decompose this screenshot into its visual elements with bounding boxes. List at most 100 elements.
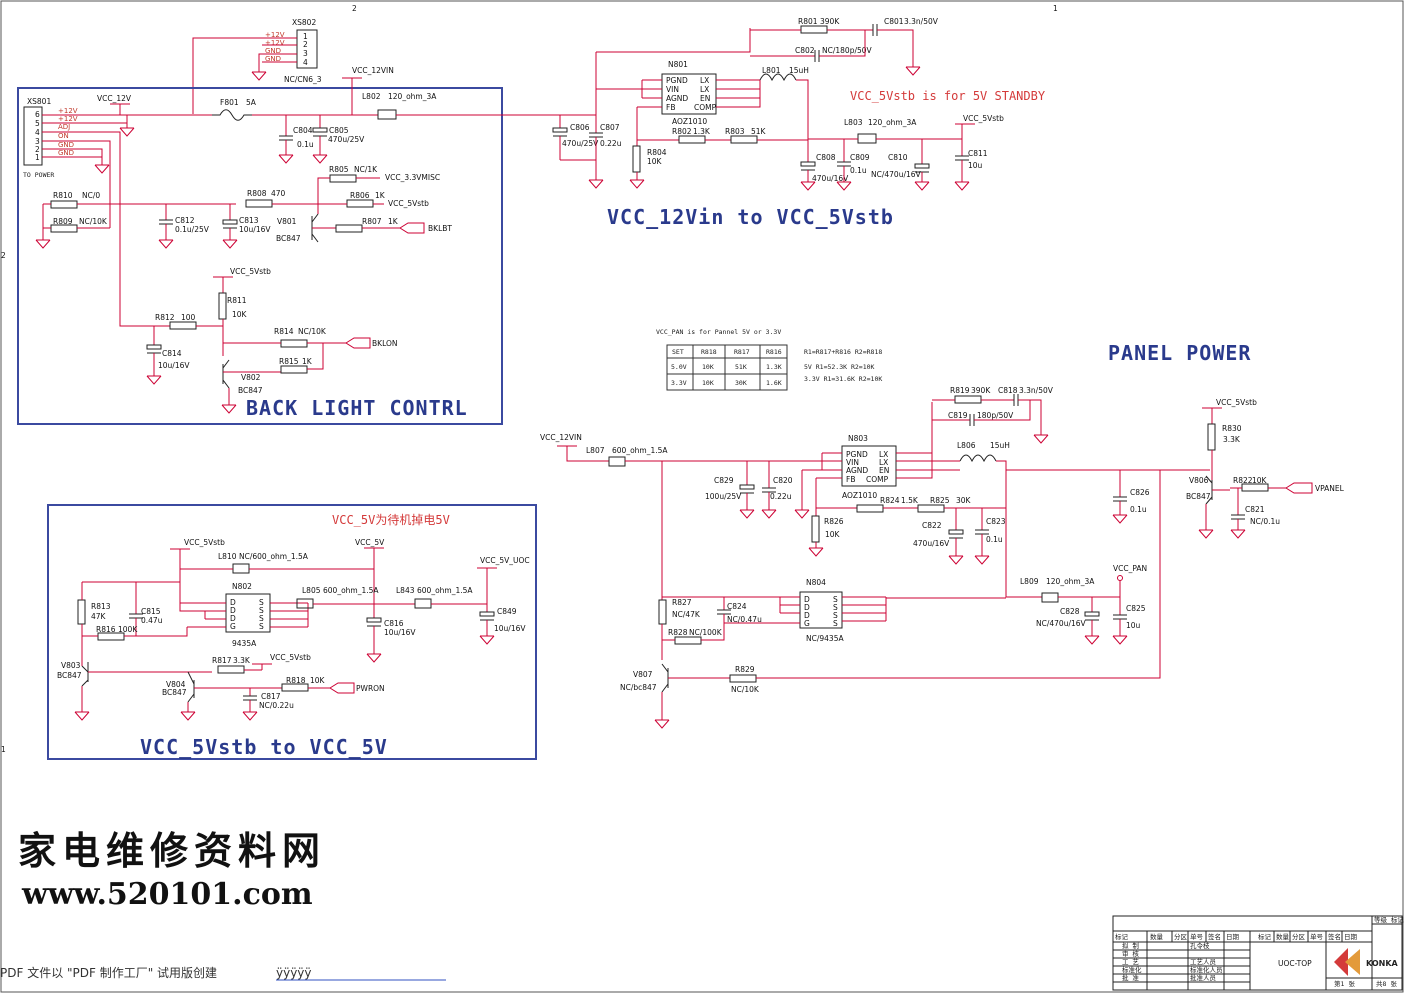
svg-text:GND: GND [58,141,74,149]
svg-text:第1 张: 第1 张 [1334,979,1355,988]
svg-text:BC847: BC847 [57,671,82,680]
svg-text:EN: EN [879,466,889,475]
svg-text:签名: 签名 [1208,932,1221,941]
grid-marker-top-right: 1 [1053,4,1058,13]
svg-text:R825: R825 [930,496,950,505]
r829-body [729,674,757,683]
panel-title: PANEL POWER [1108,341,1251,365]
net-pwron: PWRON [356,684,385,693]
pdf-footer: PDF 文件以 "PDF 制作工厂" 试用版创建 ÿÿÿÿÿ [0,965,446,981]
svg-text:R817: R817 [212,656,232,665]
svg-text:0.47u: 0.47u [141,616,163,625]
connector-xs802: XS802 1 2 3 4 +12V +12V GND GND NC/CN6_3 [192,18,322,114]
svg-text:5V R1=52.3K R2=10K: 5V R1=52.3K R2=10K [804,363,875,371]
svg-text:V806: V806 [1189,476,1209,485]
svg-text:10u: 10u [968,161,983,170]
svg-text:120_ohm_3A: 120_ohm_3A [1046,577,1095,586]
svg-text:COMP: COMP [866,475,889,484]
svg-text:C815: C815 [141,607,161,616]
svg-text:3.3n/50V: 3.3n/50V [1019,386,1054,395]
r824-body [856,504,884,513]
svg-text:C807: C807 [600,123,620,132]
svg-text:L809: L809 [1020,577,1039,586]
svg-text:L806: L806 [957,441,976,450]
l807-ferrite [608,456,626,467]
r815-body [280,365,308,374]
svg-text:分区: 分区 [1292,932,1306,941]
svg-text:共8 张: 共8 张 [1376,979,1397,988]
n802-ic [225,593,271,633]
r825-body [917,504,945,513]
svg-text:LX: LX [879,450,888,459]
n801-ic [661,73,717,115]
svg-text:单号: 单号 [1190,932,1204,941]
svg-text:TO POWER: TO POWER [23,171,54,179]
svg-text:10K: 10K [702,363,714,371]
v5-title: VCC_5Vstb to VCC_5V [140,735,388,759]
svg-text:L810: L810 [218,552,237,561]
svg-text:NC/9435A: NC/9435A [806,634,844,643]
svg-text:NC/1K: NC/1K [354,165,378,174]
svg-text:EN: EN [700,94,710,103]
svg-text:S: S [259,598,264,607]
svg-text:数量: 数量 [1150,932,1164,941]
svg-text:D: D [230,606,236,615]
svg-text:ADJ: ADJ [58,123,70,131]
svg-text:1.3K: 1.3K [766,363,782,371]
svg-text:15uH: 15uH [990,441,1010,450]
svg-text:C804: C804 [293,126,313,135]
net-vcc5vstb-1: VCC_5Vstb [388,199,429,208]
svg-text:PGND: PGND [846,450,868,459]
svg-text:3.3V: 3.3V [671,379,687,387]
svg-text:D: D [804,603,810,612]
watermark-cn: 家电维修资料网 [18,828,326,873]
net-vpanel: VPANEL [1315,484,1345,493]
r816-body [97,632,125,641]
l843-ferrite [414,598,432,609]
svg-text:LX: LX [700,76,709,85]
svg-text:0.22u: 0.22u [770,492,792,501]
svg-text:51K: 51K [735,363,747,371]
svg-text:N803: N803 [848,434,868,443]
r830-body [1207,423,1216,451]
svg-text:3: 3 [35,137,40,146]
svg-text:D: D [804,595,810,604]
svg-text:R813: R813 [91,602,111,611]
svg-text:3.3V R1=31.6K R2=10K: 3.3V R1=31.6K R2=10K [804,375,882,383]
svg-text:NC/600_ohm_1.5A: NC/600_ohm_1.5A [239,552,309,561]
svg-text:日期: 日期 [1344,933,1358,941]
standby-title: VCC_12Vin to VCC_5Vstb [607,205,894,229]
svg-text:S: S [833,595,838,604]
svg-text:470u/25V: 470u/25V [562,139,599,148]
net-vcc5vuoc: VCC_5V_UOC [480,556,530,565]
svg-text:R808: R808 [247,189,267,198]
svg-text:NC/10K: NC/10K [298,327,327,336]
watermark: 家电维修资料网 www.520101.com [18,828,326,912]
svg-text:NC/bc847: NC/bc847 [620,683,657,692]
svg-text:工 艺: 工 艺 [1122,958,1139,966]
svg-text:NC/10K: NC/10K [79,217,108,226]
svg-text:0.22u: 0.22u [600,139,622,148]
svg-text:SET: SET [672,348,684,356]
svg-text:3.3K: 3.3K [233,656,251,665]
svg-text:3.3n/50V: 3.3n/50V [904,17,939,26]
net-vcc5vstb-2: VCC_5Vstb [230,267,271,276]
svg-text:R827: R827 [672,598,692,607]
svg-text:10u/16V: 10u/16V [239,225,271,234]
l806-coil [959,454,997,463]
svg-text:C814: C814 [162,349,182,358]
svg-text:BC847: BC847 [276,234,301,243]
svg-text:30K: 30K [956,496,972,505]
svg-text:470u/25V: 470u/25V [328,135,365,144]
svg-text:51K: 51K [751,127,767,136]
svg-text:孔令枝: 孔令枝 [1190,941,1210,950]
svg-text:L843: L843 [396,586,415,595]
grid-marker-left-lower: 1 [1,745,6,754]
svg-text:100K: 100K [118,625,138,634]
r803-body [730,135,758,144]
svg-text:C822: C822 [922,521,942,530]
svg-text:R815: R815 [279,357,299,366]
svg-text:C849: C849 [497,607,517,616]
svg-text:G: G [804,619,810,628]
svg-text:180p/50V: 180p/50V [977,411,1014,420]
